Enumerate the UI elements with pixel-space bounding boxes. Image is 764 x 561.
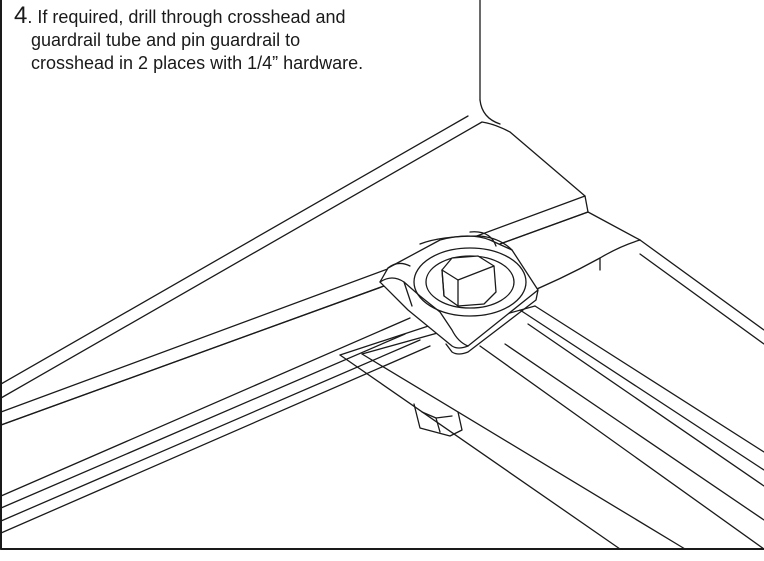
step-line-2: guardrail tube and pin guardrail to: [31, 30, 301, 50]
clamp-plate: [379, 231, 539, 355]
crosshead-channel: [339, 295, 764, 550]
right-rail-edge: [639, 239, 764, 345]
guardrail-tube: [0, 115, 641, 534]
step-text-1: If required, drill through crosshead and: [37, 7, 346, 27]
upright-post: [479, 0, 501, 125]
step-separator: .: [27, 7, 38, 27]
assembly-step-text: 4. If required, drill through crosshead …: [14, 4, 484, 75]
step-number: 4: [14, 2, 28, 29]
step-line-1: 4. If required, drill through crosshead …: [14, 4, 484, 29]
step-line-3: crosshead in 2 places with 1/4” hardware…: [31, 53, 364, 73]
underside-tab: [413, 403, 463, 437]
